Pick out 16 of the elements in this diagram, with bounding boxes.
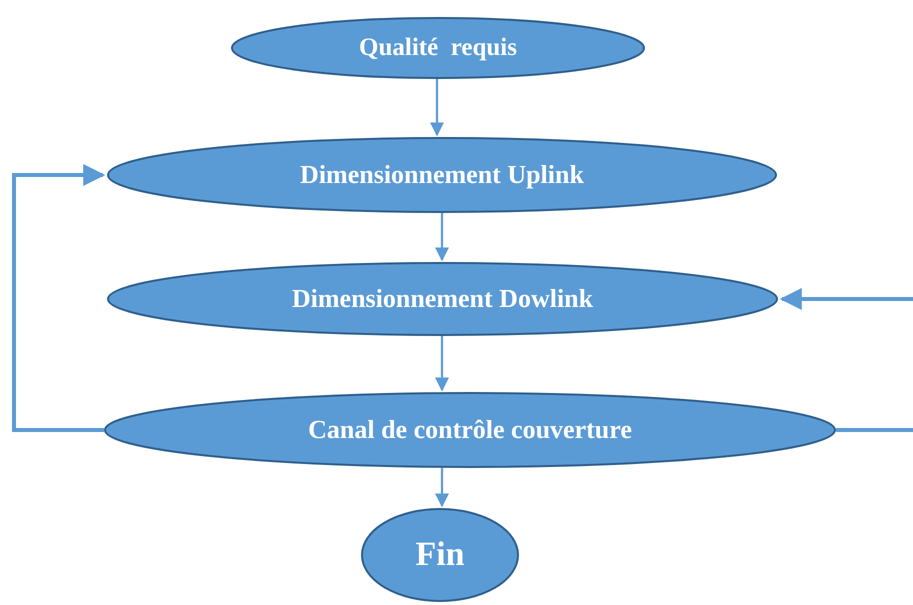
node-label: Qualité requis: [359, 34, 517, 62]
arrow: [780, 288, 913, 310]
arrow: [435, 468, 449, 508]
arrow: [430, 79, 444, 136]
arrow: [12, 164, 106, 432]
process-ellipse: [231, 17, 645, 79]
process-ellipse: [361, 508, 519, 602]
node-label: Dimensionnement Dowlink: [292, 284, 594, 314]
process-ellipse: [104, 392, 836, 468]
process-ellipse: [107, 137, 777, 213]
process-ellipse: [107, 262, 778, 336]
node-label: Canal de contrôle couverture: [308, 415, 632, 445]
node-label: Fin: [415, 536, 465, 574]
node-label: Dimensionnement Uplink: [300, 160, 584, 190]
arrow: [435, 336, 449, 392]
arrow: [435, 213, 449, 262]
